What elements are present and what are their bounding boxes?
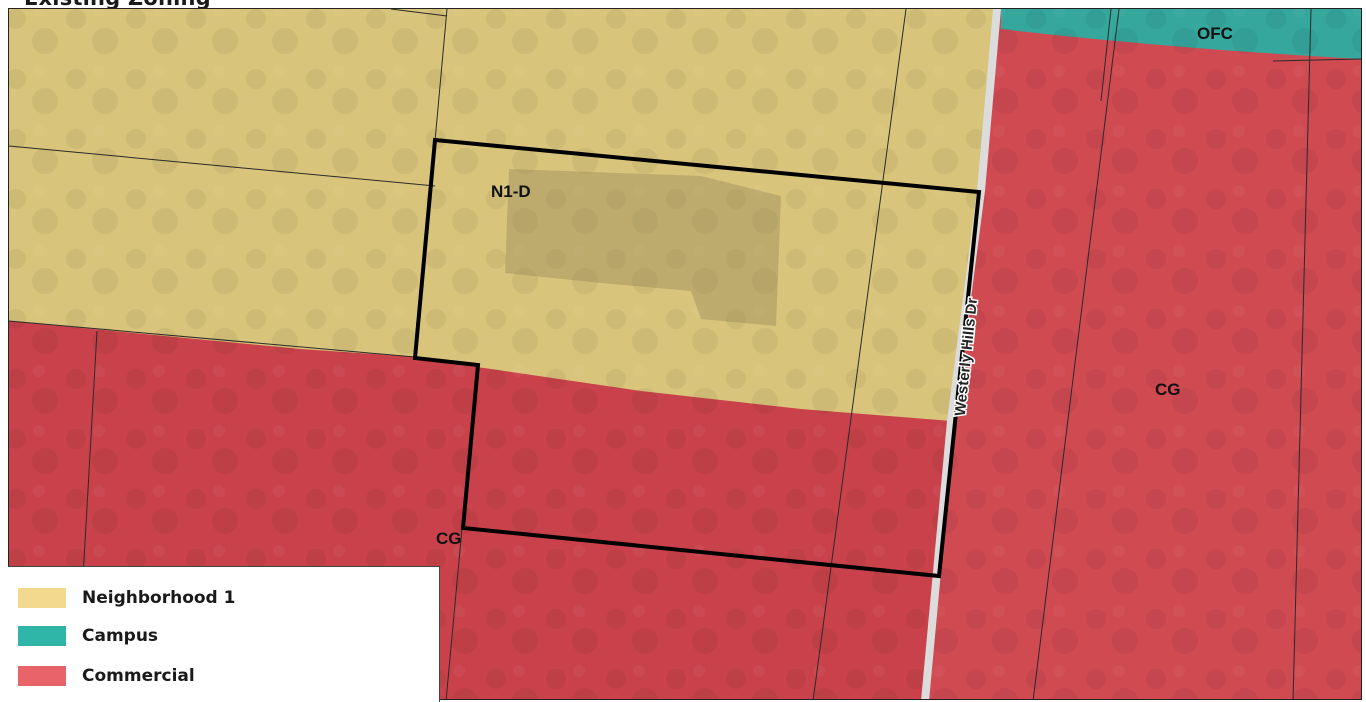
- legend-item-neighborhood: Neighborhood 1: [18, 587, 235, 609]
- legend-swatch-commercial: [18, 666, 66, 686]
- zone-label-cg-east: CG: [1155, 380, 1181, 399]
- legend-item-commercial: Commercial: [18, 665, 195, 687]
- map-title: Existing Zoning: [24, 0, 211, 10]
- legend-label-campus: Campus: [82, 626, 159, 646]
- legend-label-commercial: Commercial: [82, 666, 195, 686]
- legend-swatch-neighborhood: [18, 588, 66, 608]
- legend-swatch-campus: [18, 626, 66, 646]
- building-footprint: [505, 169, 781, 326]
- zone-label-cg-center: CG: [436, 529, 462, 548]
- legend-item-campus: Campus: [18, 625, 158, 647]
- zone-label-n1d: N1-D: [491, 182, 531, 201]
- zone-label-ofc: OFC: [1197, 24, 1233, 43]
- legend-label-neighborhood: Neighborhood 1: [82, 588, 236, 608]
- subject-parcel-boundary: [412, 137, 982, 579]
- map-legend: Neighborhood 1 Campus Commercial: [8, 566, 440, 702]
